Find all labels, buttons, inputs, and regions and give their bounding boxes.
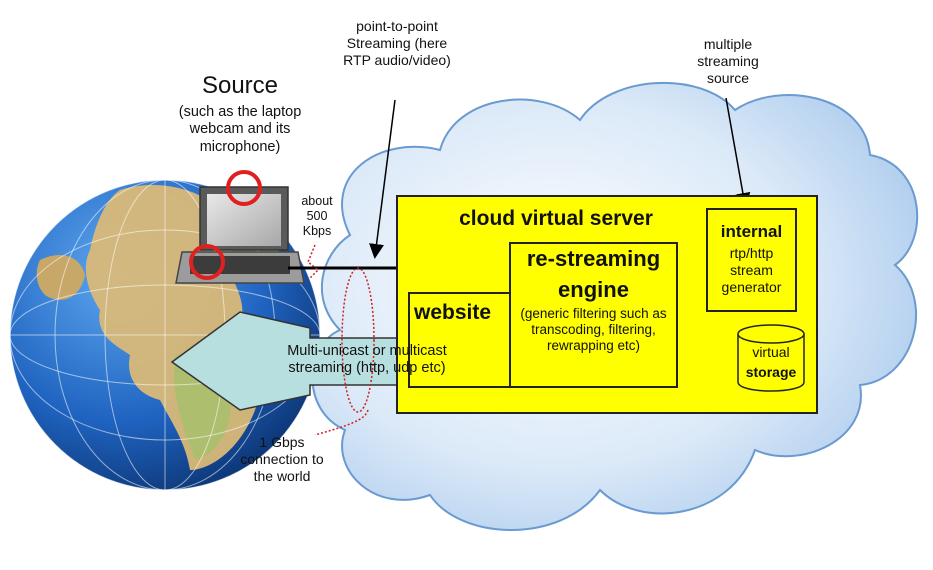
bandwidth-dotted-line bbox=[307, 244, 320, 279]
source-subtitle: (such as the laptop webcam and its micro… bbox=[178, 104, 302, 155]
internal-title: internal bbox=[720, 222, 783, 241]
engine-title: re-streaming engine bbox=[526, 246, 661, 302]
website-label: website bbox=[414, 301, 492, 324]
multiple-note: multiple streaming source bbox=[697, 36, 759, 86]
server-title: cloud virtual server bbox=[459, 207, 653, 230]
gbps-note: 1 Gbps connection to the world bbox=[240, 434, 324, 484]
internal-generator-box bbox=[706, 208, 797, 312]
re-streaming-engine-box bbox=[509, 242, 678, 388]
source-title: Source bbox=[201, 72, 279, 99]
multicast-label: Multi-unicast or multicast streaming (ht… bbox=[287, 343, 447, 377]
bandwidth-note: about 500 Kbps bbox=[301, 194, 333, 238]
microphone-marker-circle bbox=[189, 244, 225, 280]
storage-label-bottom: storage bbox=[745, 364, 797, 380]
storage-label-top: virtual bbox=[752, 344, 790, 360]
webcam-marker-circle bbox=[226, 170, 262, 206]
connection-dotted-ellipse bbox=[341, 267, 375, 413]
ptp-note: point-to-point Streaming (here RTP audio… bbox=[343, 18, 451, 68]
website-box bbox=[408, 292, 512, 388]
internal-description: rtp/http stream generator bbox=[721, 245, 782, 295]
engine-description: (generic filtering such as transcoding, … bbox=[520, 306, 667, 354]
multiple-pointer-line bbox=[725, 97, 751, 208]
ptp-pointer-line bbox=[369, 99, 396, 259]
